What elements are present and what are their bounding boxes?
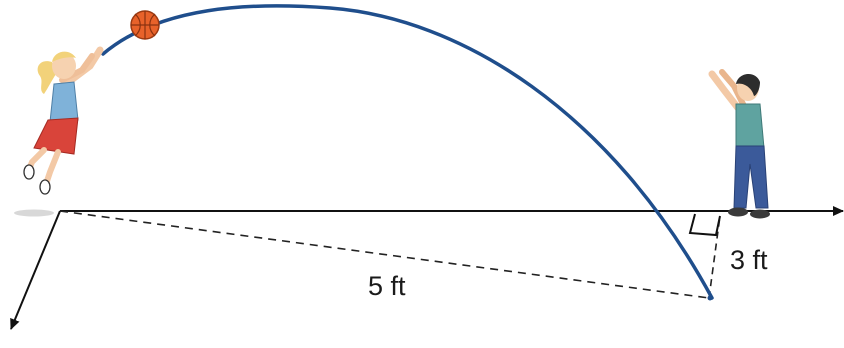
girl-jumping-figure [23,46,104,195]
trajectory-endpoint [707,295,713,301]
hypotenuse-label: 5 ft [368,271,406,301]
leg-label: 3 ft [730,245,768,275]
boy-catching-figure [708,69,770,219]
basketball-icon [130,10,160,40]
ground-shadow [14,209,54,217]
depth-axis [10,210,61,330]
leg-dashed-line [708,215,721,299]
right-angle-marker [688,213,721,237]
hypotenuse-dashed-line [59,210,710,299]
ball-trajectory [101,4,714,300]
